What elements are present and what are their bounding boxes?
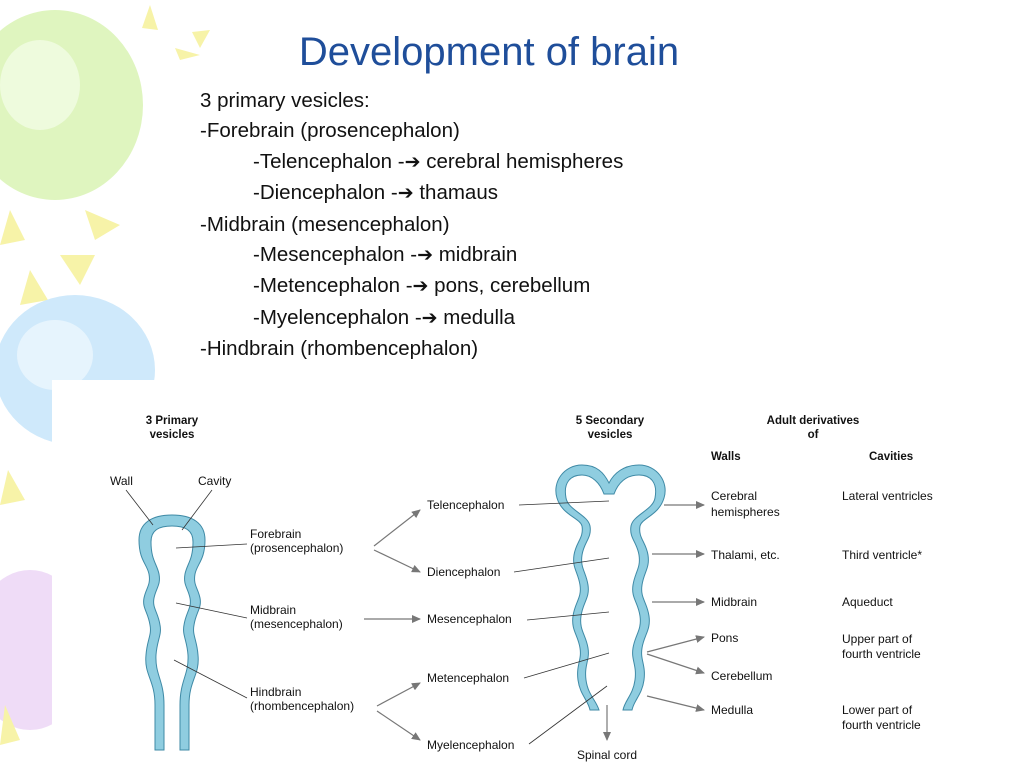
yellow-ray: [0, 210, 25, 245]
yellow-ray: [175, 48, 200, 60]
secondary-vesicle-tube: [555, 464, 666, 711]
cavity-lateral-ventricles: Lateral ventricles: [842, 489, 933, 503]
bullet-hindbrain: -Hindbrain (rhombencephalon): [200, 337, 479, 361]
cavity-aqueduct: Aqueduct: [842, 595, 893, 609]
arrow-to-medulla: [646, 695, 705, 712]
wall-pons: Pons: [711, 631, 738, 645]
bullet-list: 3 primary vesicles: -Forebrain (prosence…: [200, 86, 623, 365]
arrow-to-cerebellum: [646, 653, 705, 675]
wall-medulla: Medulla: [711, 703, 753, 717]
cavity-pointer: [181, 489, 213, 531]
metencephalon-pointer: [523, 652, 610, 679]
yellow-ray: [192, 30, 210, 48]
arrow-hindbrain-myelencephalon: [376, 710, 421, 741]
yellow-ray: [60, 255, 95, 285]
walls-header: Walls: [711, 451, 741, 463]
bullet-telencephalon: -Telencephalon -➔ cerebral hemispheres: [253, 149, 624, 173]
forebrain-pointer: [175, 543, 248, 549]
arrow-right-icon: ➔: [412, 276, 429, 298]
secondary-mesencephalon-label: Mesencephalon: [427, 612, 512, 626]
yellow-ray: [20, 270, 48, 305]
arrow-forebrain-diencephalon: [373, 549, 421, 573]
yellow-ray: [0, 705, 20, 745]
secondary-telencephalon-label: Telencephalon: [427, 498, 504, 512]
bullet-midbrain: -Midbrain (mesencephalon): [200, 212, 450, 236]
bullet-forebrain: -Forebrain (prosencephalon): [200, 119, 460, 143]
secondary-metencephalon-label: Metencephalon: [427, 671, 509, 685]
arrow-to-pons: [646, 635, 705, 653]
telencephalon-pointer: [518, 500, 610, 506]
wall-midbrain: Midbrain: [711, 595, 757, 609]
arrow-hindbrain-metencephalon: [376, 682, 421, 707]
arrow-right-icon: ➔: [417, 245, 434, 267]
blue-balloon-shine: [17, 320, 93, 390]
wall-label: Wall: [110, 474, 133, 488]
primary-vesicle-tube: [138, 514, 206, 751]
bullet-myelencephalon: -Myelencephalon -➔ medulla: [253, 305, 516, 329]
bullet-diencephalon: -Diencephalon -➔ thamaus: [253, 181, 498, 205]
bullet-metencephalon: -Metencephalon -➔ pons, cerebellum: [253, 274, 591, 298]
arrow-right-icon: ➔: [397, 183, 414, 205]
wall-thalami: Thalami, etc.: [711, 548, 780, 562]
arrow-right-icon: ➔: [404, 151, 421, 173]
yellow-ray: [85, 210, 120, 240]
primary-forebrain-label: Forebrain(prosencephalon): [250, 527, 343, 555]
bullet-intro: 3 primary vesicles:: [200, 89, 370, 112]
midbrain-pointer: [175, 602, 248, 619]
hindbrain-pointer: [173, 659, 248, 699]
cavity-third-ventricle: Third ventricle*: [842, 548, 922, 562]
mesencephalon-pointer: [526, 611, 610, 621]
secondary-diencephalon-label: Diencephalon: [427, 565, 500, 579]
spinal-cord-label: Spinal cord: [577, 748, 637, 762]
arrow-right-icon: ➔: [421, 307, 438, 329]
secondary-myelencephalon-label: Myelencephalon: [427, 738, 514, 752]
slide-title: Development of brain: [298, 30, 680, 74]
primary-midbrain-label: Midbrain(mesencephalon): [250, 603, 343, 631]
cavity-label: Cavity: [198, 474, 231, 488]
diencephalon-pointer: [513, 557, 610, 573]
wall-pointer: [125, 489, 154, 526]
yellow-ray: [0, 470, 25, 505]
myelencephalon-pointer: [528, 685, 608, 745]
green-balloon-shine: [0, 40, 80, 130]
yellow-ray: [142, 5, 158, 30]
cavities-header: Cavities: [869, 451, 913, 463]
primary-hindbrain-label: Hindbrain(rhombencephalon): [250, 685, 354, 713]
wall-cerebellum: Cerebellum: [711, 669, 772, 683]
arrow-forebrain-telencephalon: [373, 509, 421, 547]
bullet-mesencephalon: -Mesencephalon -➔ midbrain: [253, 243, 518, 267]
